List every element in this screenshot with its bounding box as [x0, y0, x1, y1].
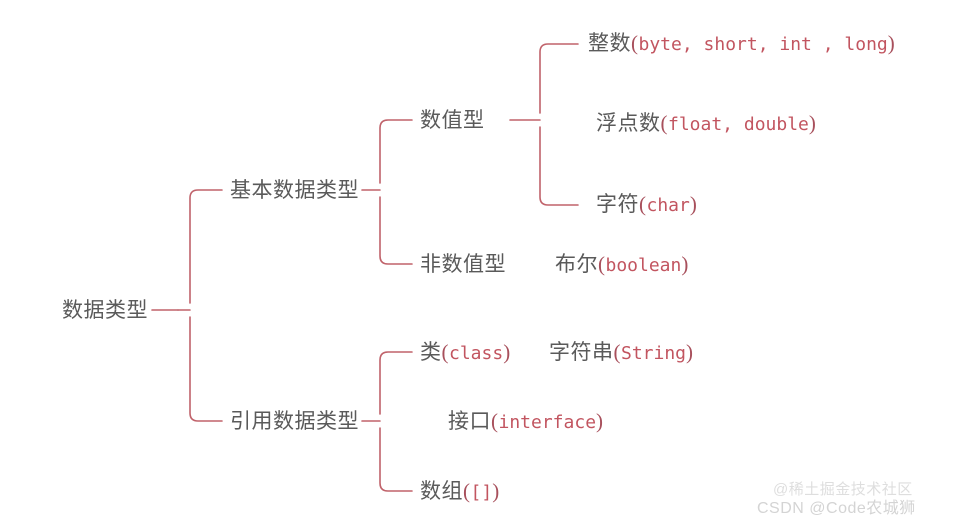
node-nonnumeric-type[interactable]: 非数值型 — [420, 254, 506, 275]
node-interface-close-paren: ) — [596, 409, 604, 433]
node-array-open-paren: ( — [463, 479, 471, 503]
node-root[interactable]: 数据类型 — [62, 300, 148, 321]
node-boolean-close-paren: ) — [681, 252, 689, 276]
numeric-branch-integer — [539, 43, 579, 114]
node-boolean-open-paren: ( — [598, 252, 606, 276]
level1-branch-reference — [189, 316, 223, 422]
node-root-label: 数据类型 — [62, 298, 148, 322]
node-reference-types-label: 引用数据类型 — [230, 409, 359, 433]
node-float-close-paren: ) — [808, 111, 817, 135]
node-array-code: [] — [470, 482, 493, 503]
node-integer-close-paren: ) — [887, 31, 896, 55]
node-integer[interactable]: 整数(byte, short, int , long) — [588, 33, 895, 54]
node-integer-open-paren: ( — [631, 31, 639, 55]
node-reference-types[interactable]: 引用数据类型 — [230, 411, 359, 432]
node-char[interactable]: 字符(char) — [596, 194, 697, 215]
node-char-code: char — [646, 195, 690, 216]
node-string[interactable]: 字符串(String) — [549, 342, 694, 363]
node-boolean[interactable]: 布尔(boolean) — [555, 254, 689, 275]
node-array-label: 数组 — [420, 479, 463, 503]
node-float-open-paren: ( — [660, 111, 668, 135]
node-class-code: class — [449, 343, 504, 364]
node-class[interactable]: 类(class) — [420, 342, 511, 363]
node-string-open-paren: ( — [613, 340, 621, 364]
node-float-code: float, double — [668, 114, 809, 135]
reference-branch-array — [379, 427, 413, 492]
node-interface[interactable]: 接口(interface) — [448, 411, 604, 432]
node-nonnumeric-type-label: 非数值型 — [420, 252, 506, 276]
node-boolean-label: 布尔 — [555, 252, 598, 276]
watermark-csdn: CSDN @Code农城狮 — [757, 500, 916, 517]
node-array[interactable]: 数组([]) — [420, 481, 500, 502]
node-string-code: String — [621, 343, 687, 364]
node-primitive-types-label: 基本数据类型 — [230, 178, 359, 202]
node-char-label: 字符 — [596, 192, 639, 216]
node-numeric-type-label: 数值型 — [420, 108, 485, 132]
node-primitive-types[interactable]: 基本数据类型 — [230, 180, 359, 201]
node-char-close-paren: ) — [689, 192, 698, 216]
node-class-label: 类 — [420, 340, 442, 364]
node-float[interactable]: 浮点数(float, double) — [596, 113, 816, 134]
node-array-close-paren: ) — [492, 479, 500, 503]
node-interface-open-paren: ( — [491, 409, 499, 433]
node-char-open-paren: ( — [639, 192, 647, 216]
watermark-juejin: @稀土掘金技术社区 — [773, 481, 913, 498]
node-numeric-type[interactable]: 数值型 — [420, 110, 485, 131]
node-string-label: 字符串 — [549, 340, 614, 364]
numeric-branch-char — [539, 126, 579, 206]
node-integer-code: byte, short, int , long — [638, 34, 888, 55]
reference-branch-class — [379, 351, 413, 415]
primitive-branch-numeric — [379, 119, 413, 184]
node-interface-label: 接口 — [448, 409, 491, 433]
node-interface-code: interface — [498, 412, 597, 433]
node-class-close-paren: ) — [503, 340, 511, 364]
primitive-branch-nonnumeric — [379, 196, 413, 265]
node-class-open-paren: ( — [441, 340, 449, 364]
node-string-close-paren: ) — [686, 340, 694, 364]
level1-branch-primitive — [189, 189, 223, 304]
node-float-label: 浮点数 — [596, 111, 661, 135]
node-boolean-code: boolean — [605, 255, 682, 276]
node-integer-label: 整数 — [588, 31, 631, 55]
